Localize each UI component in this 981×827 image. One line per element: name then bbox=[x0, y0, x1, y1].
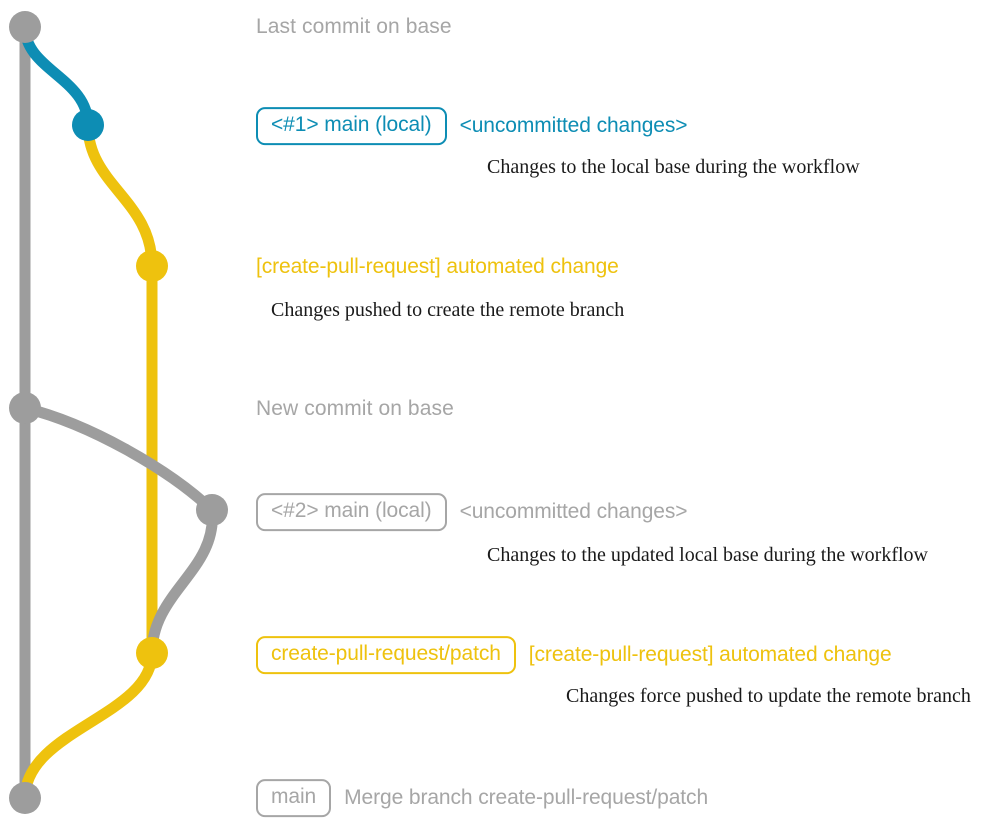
commit-subject-local-2: <uncommitted changes> bbox=[459, 499, 688, 523]
commit-subject-patch-1: [create-pull-request] automated change bbox=[256, 255, 619, 278]
commit-subject-local-1: <uncommitted changes> bbox=[459, 113, 688, 137]
heading-new-commit-on-base: New commit on base bbox=[256, 397, 454, 420]
ref-badge-main[interactable]: main bbox=[256, 779, 332, 817]
heading-last-commit-on-base: Last commit on base bbox=[256, 15, 452, 38]
ref-badge-create-pull-request-patch[interactable]: create-pull-request/patch bbox=[256, 636, 516, 674]
row-patch-commit-2: create-pull-request/patch [create-pull-r… bbox=[256, 636, 892, 674]
row-last-commit-on-base: Last commit on base bbox=[256, 15, 452, 39]
commit-subject-patch-2: [create-pull-request] automated change bbox=[528, 642, 892, 666]
commit-subject-merge: Merge branch create-pull-request/patch bbox=[344, 785, 709, 809]
note-local-commit-1: Changes to the local base during the wor… bbox=[487, 156, 860, 178]
note-local-commit-2: Changes to the updated local base during… bbox=[487, 544, 928, 566]
note-patch-commit-2: Changes force pushed to update the remot… bbox=[566, 685, 971, 707]
ref-badge-main-local-1[interactable]: <#1> main (local) bbox=[256, 107, 447, 145]
row-local-commit-1: <#1> main (local) <uncommitted changes> bbox=[256, 107, 688, 145]
note-patch-commit-1: Changes pushed to create the remote bran… bbox=[271, 299, 625, 321]
row-local-commit-2: <#2> main (local) <uncommitted changes> bbox=[256, 493, 688, 531]
row-merge-commit: main Merge branch create-pull-request/pa… bbox=[256, 779, 708, 817]
ref-badge-main-local-2[interactable]: <#2> main (local) bbox=[256, 493, 447, 531]
row-patch-commit-1: [create-pull-request] automated change bbox=[256, 255, 619, 279]
row-new-commit-on-base: New commit on base bbox=[256, 397, 454, 421]
